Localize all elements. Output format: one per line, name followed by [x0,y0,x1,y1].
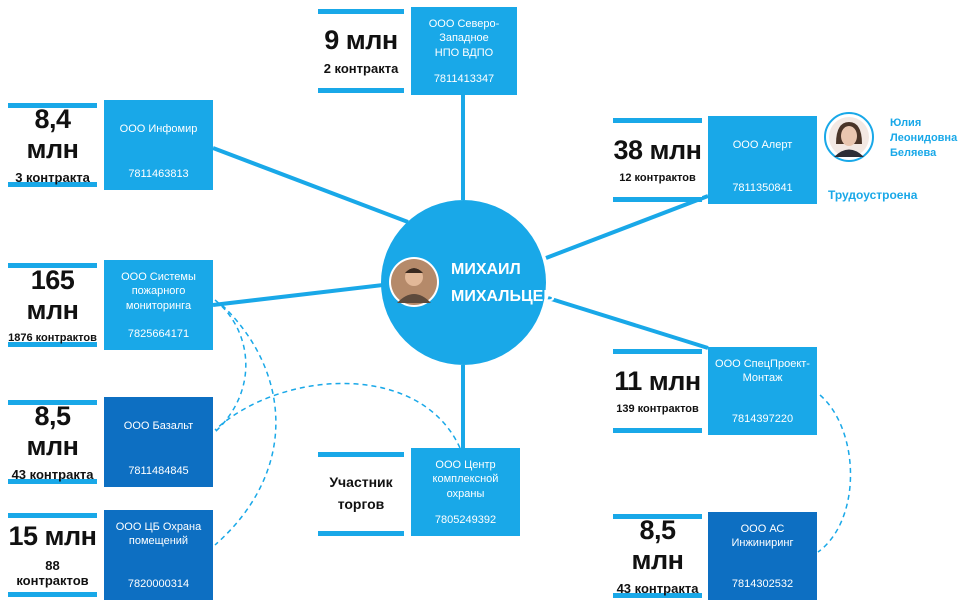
center-person-name: МИХАИЛ МИХАЛЬЦЕВ [451,256,555,310]
specproekt-inn: 7814397220 [731,413,794,425]
sistemy-stat: 165 млн 1876 контрактов [8,263,97,347]
bazalt-stat: 8,5 млн 43 контракта [8,400,97,484]
as-eng-company-card[interactable]: ООО АС Инжиниринг 7814302532 [708,512,817,600]
specproekt-stat: 11 млн 139 контрактов [613,349,702,433]
infomir-company-name: ООО Инфомир [119,123,198,135]
dashed-link-sistemy-cb [214,304,277,546]
bazalt-amount: 8,5 млн [26,400,79,461]
link-alert [545,194,709,260]
cb-ohrana-inn: 7820000314 [127,578,190,590]
person-photo-icon [391,259,437,305]
infomir-amount: 8,4 млн [26,103,79,164]
alert-company-name: ООО Алерт [732,139,793,151]
specproekt-company-card[interactable]: ООО СпецПроект-Монтаж 7814397220 [708,347,817,435]
sistemy-company-name: ООО Системы пожарного мониторинга [121,271,196,312]
cb-ohrana-count: 88 контрактов [16,557,89,588]
sistemy-amount: 165 млн [26,265,79,325]
cb-ohrana-company-card[interactable]: ООО ЦБ Охрана помещений 7820000314 [104,510,213,600]
specproekt-count: 139 контрактов [616,402,699,415]
link-sistemy [212,283,384,307]
infomir-inn: 7811463813 [128,168,189,180]
centr-company-card[interactable]: ООО Центр комплексной охраны 7805249392 [411,448,520,536]
centr-stat: Участник торгов [318,452,404,536]
specproekt-amount: 11 млн [614,366,701,397]
as-eng-inn: 7814302532 [731,578,794,590]
severo-company-card[interactable]: ООО Северо-Западное НПО ВДПО 7811413347 [411,7,517,95]
link-infomir [212,146,409,224]
center-person-name-line2: МИХАЛЬЦЕВ [451,288,555,305]
sistemy-company-card[interactable]: ООО Системы пожарного мониторинга 782566… [104,260,213,350]
alert-amount: 38 млн [613,135,702,166]
as-eng-count: 43 контракта [616,581,699,597]
center-person-circle[interactable]: МИХАИЛ МИХАЛЬЦЕВ [381,200,555,365]
as-eng-amount: 8,5 млн [631,514,684,575]
specproekt-company-name: ООО СпецПроект-Монтаж [715,358,810,385]
bazalt-company-card[interactable]: ООО Базальт 7811484845 [104,397,213,487]
dashed-link-specproekt-as [817,394,852,553]
as-eng-stat: 8,5 млн 43 контракта [613,514,702,598]
severo-amount: 9 млн [324,24,398,55]
centr-role: Участник торгов [329,474,393,512]
center-person-avatar [389,257,439,307]
infomir-company-card[interactable]: ООО Инфомир 7811463813 [104,100,213,190]
bazalt-count: 43 контракта [11,467,94,483]
severo-stat: 9 млн 2 контракта [318,9,404,93]
alert-person-avatar [824,112,874,162]
severo-company-name: ООО Северо-Западное НПО ВДПО [428,18,500,59]
infomir-stat: 8,4 млн 3 контракта [8,103,97,187]
alert-count: 12 контрактов [619,171,696,184]
sistemy-inn: 7825664171 [127,328,190,340]
alert-company-card[interactable]: ООО Алерт 7811350841 [708,116,817,204]
cb-ohrana-company-name: ООО ЦБ Охрана помещений [115,521,202,548]
dashed-link-centr-bazalt [214,382,461,449]
link-specproekt [547,296,709,350]
bazalt-inn: 7811484845 [128,465,189,477]
alert-person-name: Юлия Леонидовна Беляева [890,117,958,159]
centr-inn: 7805249392 [434,514,497,526]
cb-ohrana-stat: 15 млн 88 контрактов [8,513,97,597]
as-eng-company-name: ООО АС Инжиниринг [731,523,794,550]
severo-inn: 7811413347 [433,73,495,85]
severo-count: 2 контракта [323,61,399,77]
cb-ohrana-amount: 15 млн [8,521,97,552]
sistemy-count: 1876 контрактов [8,331,97,344]
alert-stat: 38 млн 12 контрактов [613,118,702,202]
alert-inn: 7811350841 [732,182,793,194]
center-person-name-line1: МИХАИЛ [451,261,521,278]
infomir-count: 3 контракта [15,170,90,186]
person-photo-icon [829,117,869,157]
dashed-link-sistemy-bazalt [214,299,247,433]
alert-person-status: Трудоустроена [828,188,918,202]
bazalt-company-name: ООО Базальт [123,420,194,432]
centr-company-name: ООО Центр комплексной охраны [432,459,499,500]
